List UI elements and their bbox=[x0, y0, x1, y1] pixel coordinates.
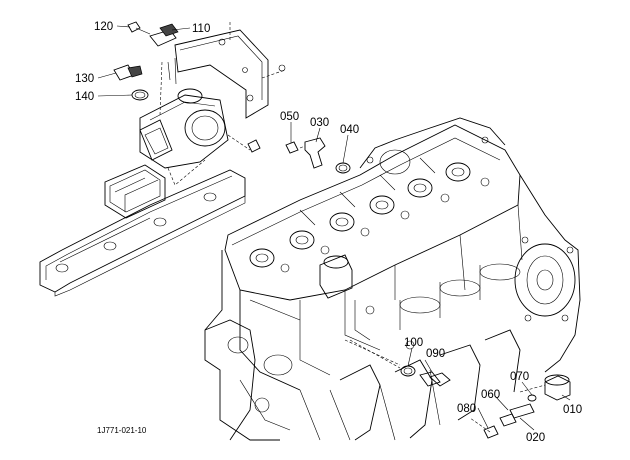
engine-block bbox=[204, 174, 581, 441]
callout-040: 040 bbox=[340, 124, 359, 136]
callout-030: 030 bbox=[310, 117, 329, 129]
callout-120: 120 bbox=[94, 21, 113, 33]
document-code: 1J771-021-10 bbox=[97, 426, 147, 435]
callout-010: 010 bbox=[563, 404, 582, 416]
sensor-090-group bbox=[349, 339, 451, 387]
callout-090: 090 bbox=[426, 348, 445, 360]
intake-manifold bbox=[39, 164, 246, 297]
callout-020: 020 bbox=[526, 432, 545, 444]
sensor-030-group bbox=[285, 137, 351, 174]
callout-050: 050 bbox=[280, 111, 299, 123]
callout-070: 070 bbox=[510, 371, 529, 383]
cylinder-head bbox=[224, 117, 521, 301]
callout-100: 100 bbox=[404, 337, 423, 349]
leader-lines bbox=[97, 25, 571, 431]
sensor-020-group bbox=[469, 374, 571, 439]
callout-140: 140 bbox=[75, 91, 94, 103]
callout-130: 130 bbox=[75, 73, 94, 85]
callout-080: 080 bbox=[457, 403, 476, 415]
callout-060: 060 bbox=[481, 389, 500, 401]
thermostat-housing-assembly bbox=[113, 20, 286, 186]
callout-110: 110 bbox=[192, 23, 210, 35]
